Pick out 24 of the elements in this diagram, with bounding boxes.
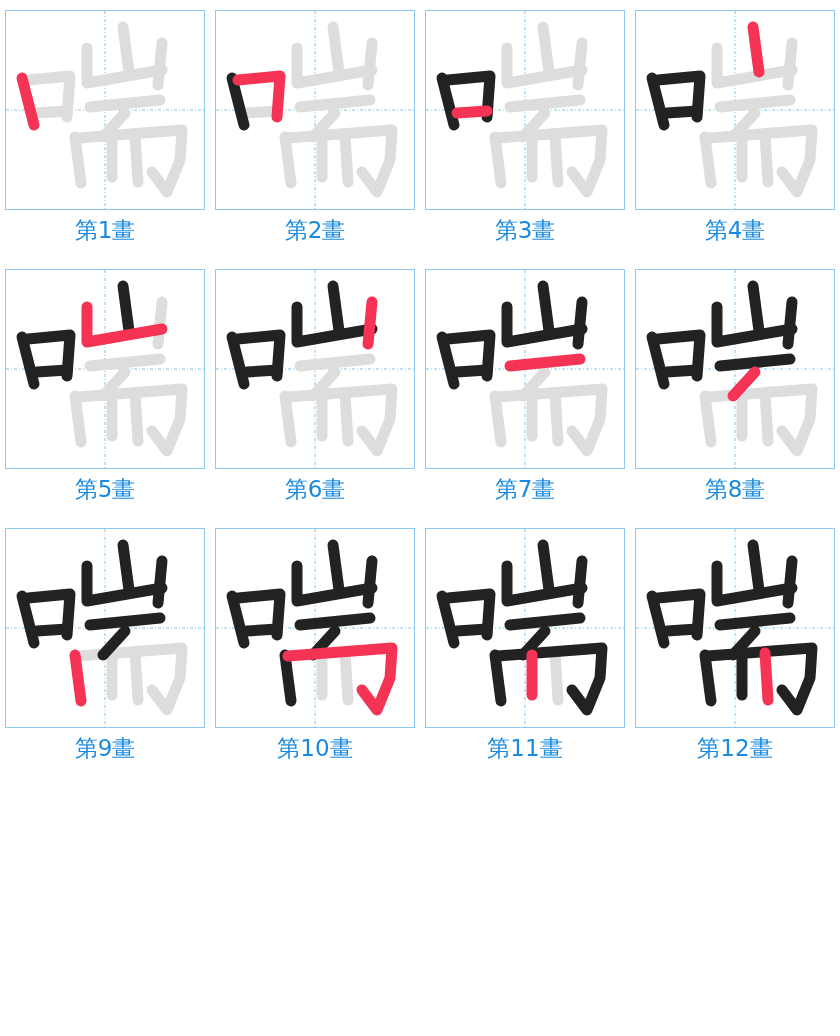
- stroke-order-picture: [635, 269, 835, 469]
- stroke-order-picture: [5, 269, 205, 469]
- stroke-order-picture: [425, 10, 625, 210]
- stroke-caption: 第6畫: [284, 475, 346, 503]
- stroke-order-picture: [215, 528, 415, 728]
- stroke-caption: 第3畫: [494, 216, 556, 244]
- stroke-caption: 第12畫: [697, 734, 773, 762]
- stroke-order-picture: [635, 10, 835, 210]
- stroke-caption: 第8畫: [704, 475, 766, 503]
- stroke-order-picture: [425, 269, 625, 469]
- stroke-caption: 第5畫: [74, 475, 136, 503]
- stroke-caption: 第2畫: [284, 216, 346, 244]
- stroke-caption: 第4畫: [704, 216, 766, 244]
- stroke-order-picture: [635, 528, 835, 728]
- stroke-caption: 第10畫: [277, 734, 353, 762]
- stroke-order-picture: [425, 528, 625, 728]
- stroke-caption: 第7畫: [494, 475, 556, 503]
- stroke-order-picture: [5, 528, 205, 728]
- stroke-order-picture: [5, 10, 205, 210]
- stroke-caption: 第9畫: [74, 734, 136, 762]
- stroke-order-picture: [215, 269, 415, 469]
- stroke-caption: 第11畫: [487, 734, 563, 762]
- stroke-caption: 第1畫: [74, 216, 136, 244]
- stroke-order-picture: [215, 10, 415, 210]
